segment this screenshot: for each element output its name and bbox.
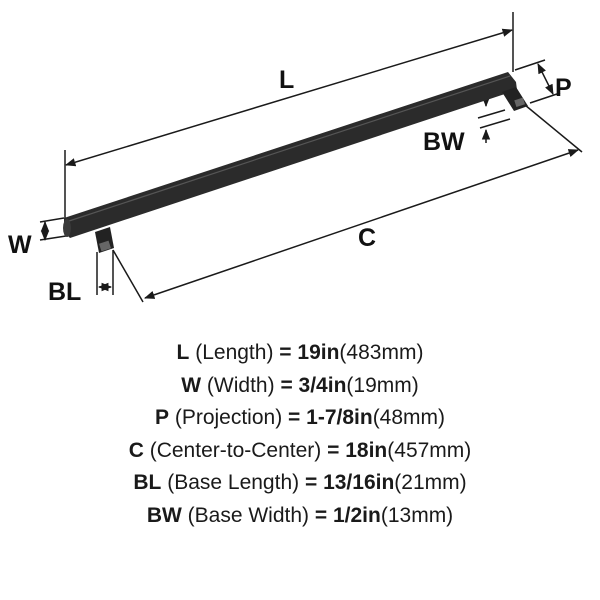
spec-eq: = [280, 373, 293, 397]
spec-eq: = [314, 503, 328, 527]
spec-code: W [181, 373, 202, 397]
l-dimension-line [64, 28, 514, 167]
bw-extension-2 [479, 118, 511, 129]
spec-metric: (21mm) [394, 471, 467, 494]
spec-width: W (Width) = 3/4in(19mm) [0, 370, 600, 403]
p-extension [514, 59, 546, 71]
spec-metric: (13mm) [380, 503, 454, 527]
spec-center-to-center: C (Center-to-Center) = 18in(457mm) [0, 435, 600, 468]
spec-imperial: 1-7/8in [306, 406, 373, 429]
spec-base-width: BW (Base Width) = 1/2in(13mm) [0, 500, 600, 533]
spec-code: L [176, 341, 190, 364]
spec-code: BL [133, 471, 162, 494]
p-extension-2 [529, 92, 561, 104]
spec-projection: P (Projection) = 1-7/8in(48mm) [0, 402, 600, 435]
label-w: W [8, 231, 32, 259]
spec-eq: = [288, 406, 301, 429]
label-c: C [358, 224, 377, 252]
spec-name: (Length) [195, 341, 274, 364]
spec-imperial: 1/2in [332, 503, 381, 527]
spec-name: (Base Width) [187, 503, 310, 527]
spec-length: L (Length) = 19in(483mm) [0, 337, 600, 370]
spec-list: L (Length) = 19in(483mm) W (Width) = 3/4… [0, 337, 600, 532]
spec-eq: = [304, 471, 318, 494]
bw-extension [477, 109, 506, 119]
bar-pull-handle [63, 72, 528, 253]
spec-base-length: BL (Base Length) = 13/16in(21mm) [0, 467, 600, 500]
spec-imperial: 3/4in [298, 373, 347, 397]
spec-eq: = [279, 341, 292, 364]
spec-code: C [128, 438, 144, 462]
spec-name: (Projection) [174, 406, 283, 429]
label-p: P [555, 74, 572, 102]
c-extension-right [524, 104, 583, 153]
spec-metric: (48mm) [372, 406, 446, 429]
w-extension-bottom [39, 235, 67, 241]
spec-imperial: 18in [345, 438, 388, 462]
w-extension-top [39, 217, 65, 223]
spec-eq: = [327, 438, 340, 462]
p-dimension-line [537, 63, 554, 95]
spec-metric: (457mm) [387, 438, 472, 462]
label-bl: BL [48, 278, 82, 306]
spec-imperial: 19in [297, 341, 340, 364]
spec-name: (Base Length) [167, 471, 300, 494]
spec-name: (Width) [206, 373, 275, 397]
spec-metric: (483mm) [339, 341, 424, 364]
label-l: L [279, 66, 295, 94]
c-extension-left [112, 249, 144, 303]
spec-name: (Center-to-Center) [149, 438, 322, 462]
c-dimension-line [144, 149, 579, 299]
spec-imperial: 13/16in [323, 471, 395, 494]
spec-code: BW [146, 503, 182, 527]
spec-code: P [154, 406, 169, 429]
spec-metric: (19mm) [346, 373, 419, 397]
label-bw: BW [423, 128, 465, 156]
